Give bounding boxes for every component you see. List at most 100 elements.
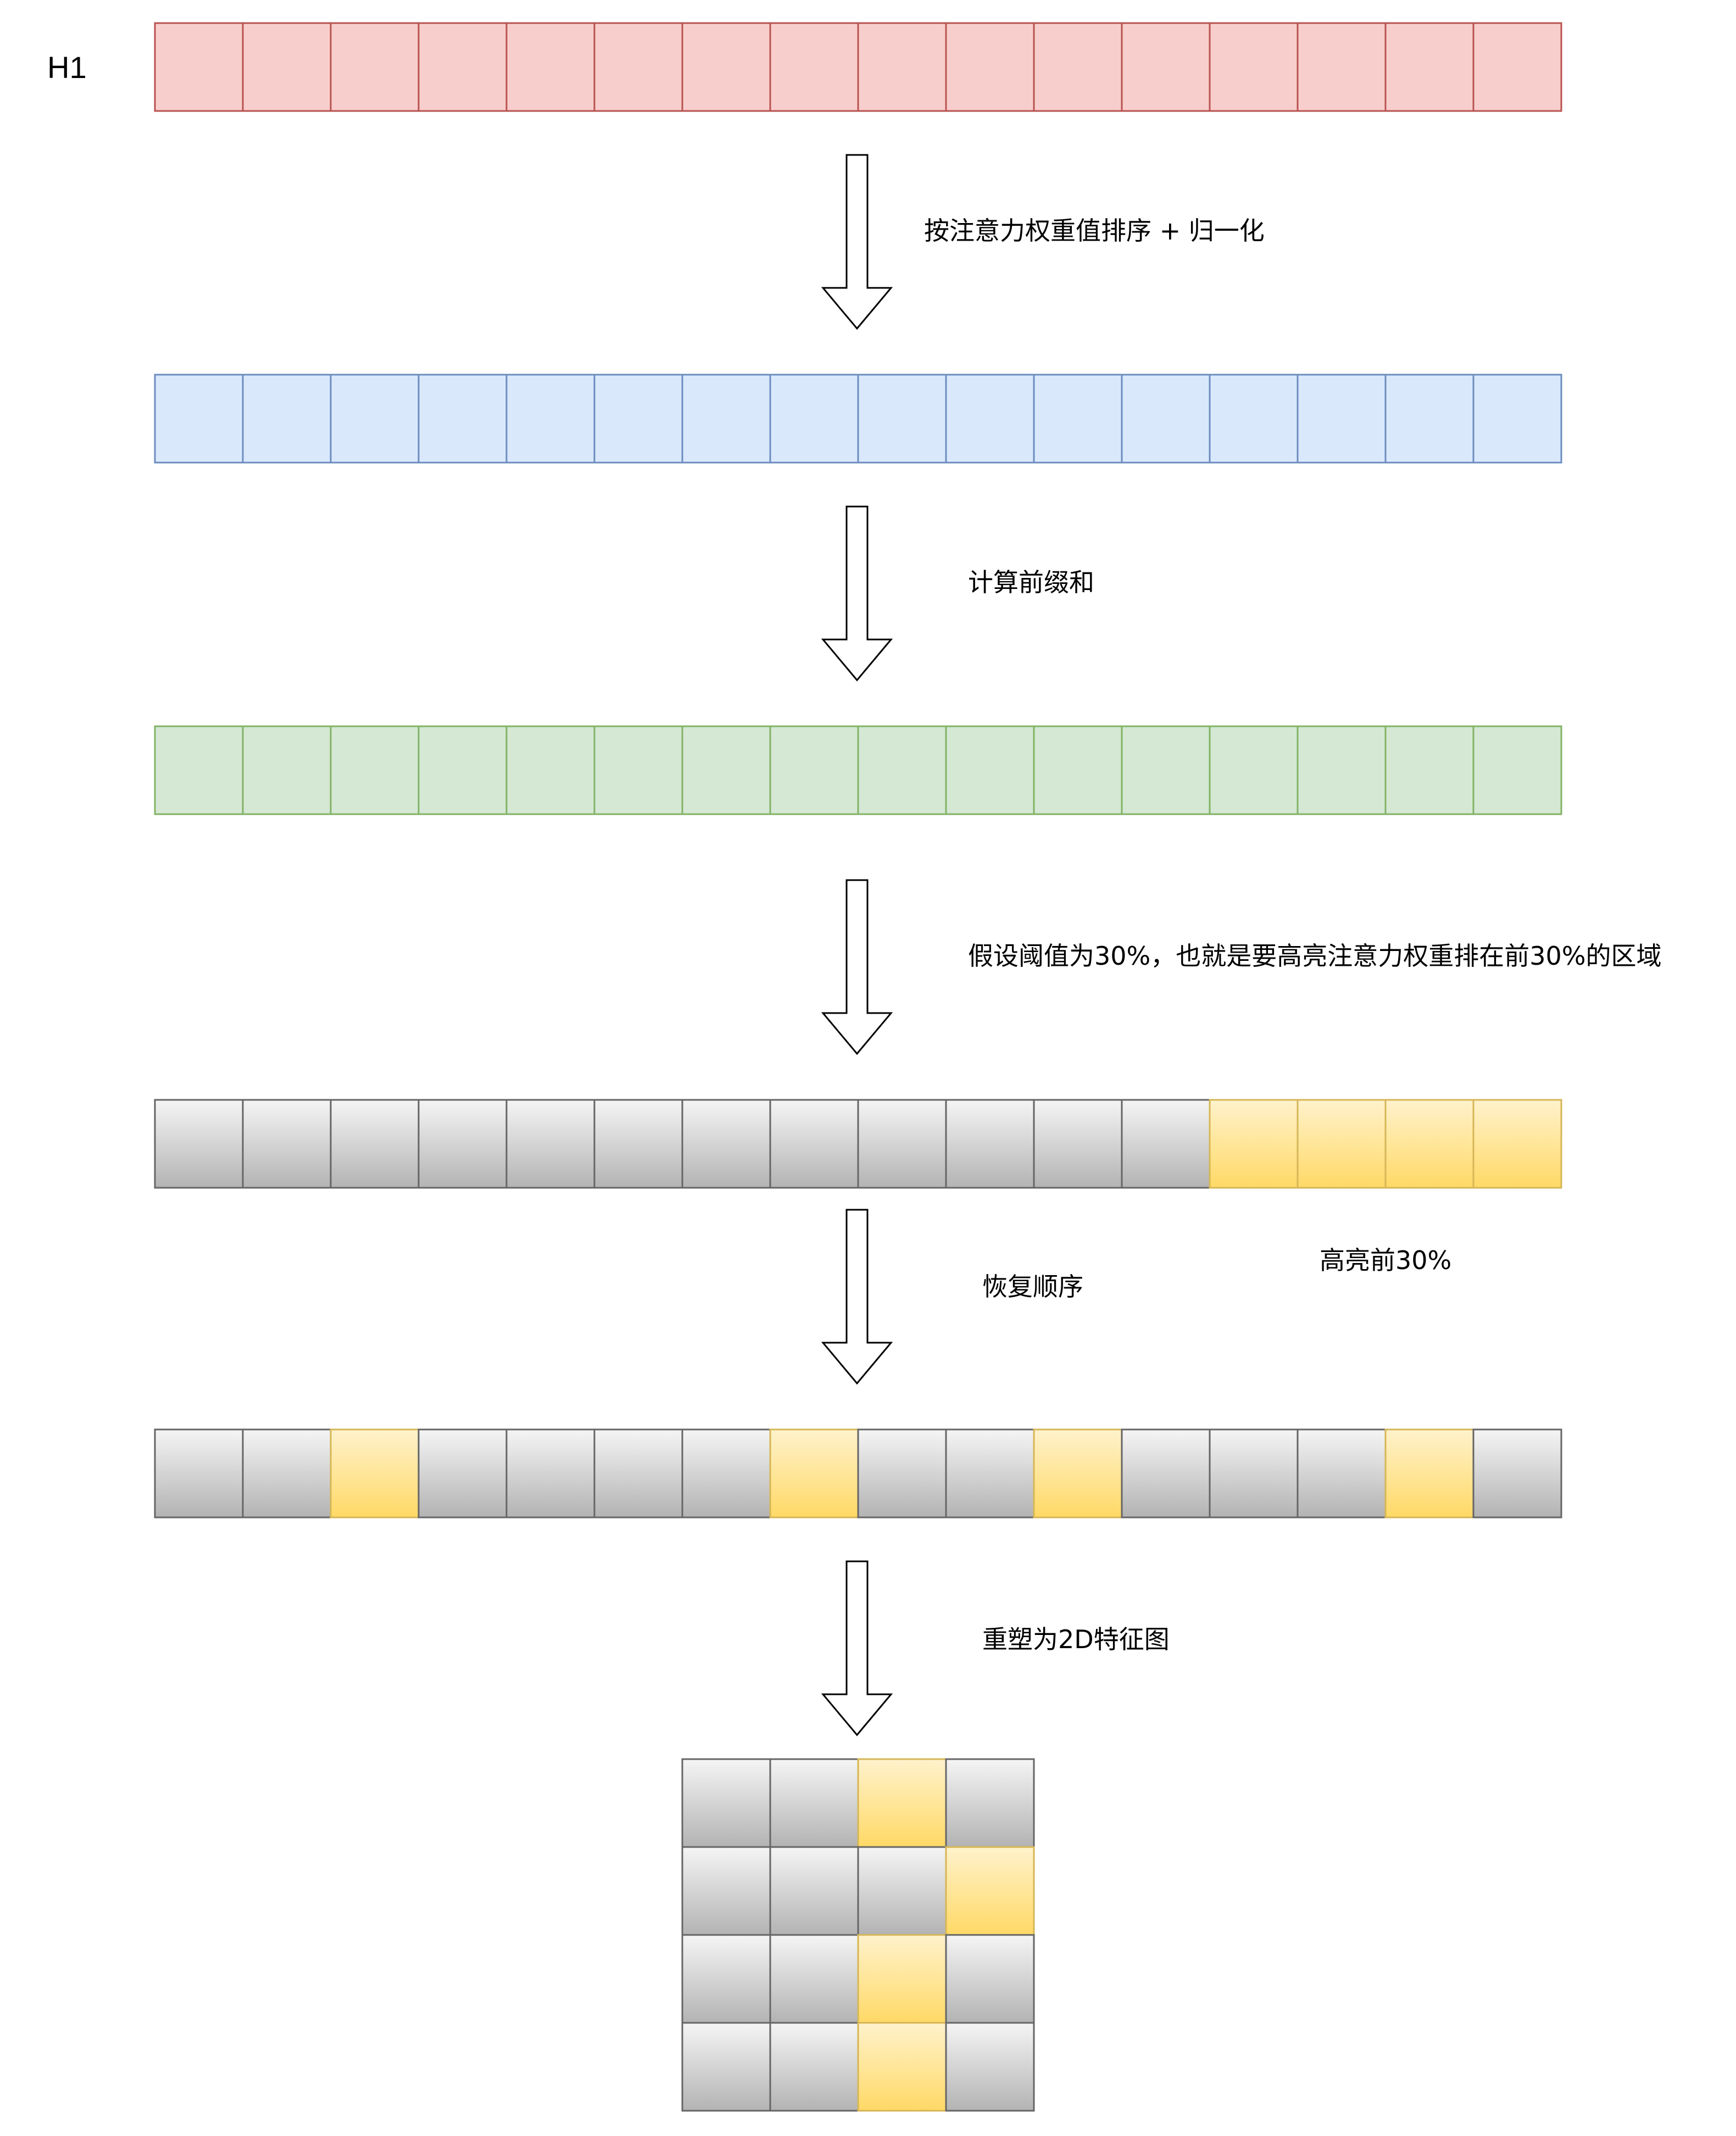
green-cell [1209,725,1299,815]
green-cell [1297,725,1387,815]
down-arrow-icon [821,1560,893,1737]
threshold-row [154,1099,1562,1189]
gray-cell [505,1428,596,1518]
gray-cell [418,1428,508,1518]
red-cell [769,22,859,112]
red-cell [1384,22,1475,112]
gray-cell [154,1428,244,1518]
gray-cell [857,1099,947,1189]
down-arrow-icon [821,879,893,1055]
blue-cell [1209,374,1299,464]
red-cell [330,22,420,112]
gray-cell [857,1428,947,1518]
blue-cell [593,374,683,464]
gray-cell [681,1934,771,2024]
red-cell [154,22,244,112]
red-cell [681,22,771,112]
highlight-cell [769,1428,859,1518]
blue-cell [945,374,1035,464]
gray-cell [330,1099,420,1189]
highlight-cell [1384,1428,1475,1518]
prefix-sum-row [154,725,1562,815]
green-cell [945,725,1035,815]
blue-cell [1033,374,1123,464]
highlight-cell [857,1758,947,1848]
step-label-threshold: 假设阈值为30%，也就是要高亮注意力权重排在前30%的区域 [968,941,1661,971]
restored-row [154,1428,1562,1518]
gray-cell [1472,1428,1562,1518]
red-cell [593,22,683,112]
blue-cell [505,374,596,464]
highlight-cell [1472,1099,1562,1189]
green-cell [330,725,420,815]
gray-cell [945,1758,1035,1848]
sorted-row [154,374,1562,464]
gray-cell [505,1099,596,1189]
green-cell [418,725,508,815]
highlight-cell [1033,1428,1123,1518]
gray-cell [681,2022,771,2112]
gray-cell [1121,1099,1211,1189]
cell-rows [154,22,1562,1518]
highlight-cell [1297,1099,1387,1189]
blue-cell [1384,374,1475,464]
red-cell [1121,22,1211,112]
gray-cell [945,1099,1035,1189]
gray-cell [769,1846,859,1936]
step-label-sort-normalize: 按注意力权重值排序 + 归一化 [924,216,1265,246]
green-cell [242,725,332,815]
gray-cell [681,1758,771,1848]
gray-cell [945,1428,1035,1518]
row-label-h1: H1 [47,50,87,85]
gray-cell [418,1099,508,1189]
red-cell [945,22,1035,112]
red-cell [1033,22,1123,112]
red-cell [505,22,596,112]
gray-cell [154,1099,244,1189]
gray-cell [1297,1428,1387,1518]
red-cell [857,22,947,112]
gray-cell [945,2022,1035,2112]
gray-cell [769,2022,859,2112]
highlight-cell [330,1428,420,1518]
red-cell [242,22,332,112]
green-cell [681,725,771,815]
red-cell [418,22,508,112]
gray-cell [593,1099,683,1189]
blue-cell [1121,374,1211,464]
gray-cell [1033,1099,1123,1189]
green-cell [593,725,683,815]
step-arrows [821,154,893,1737]
gray-cell [681,1846,771,1936]
gray-cell [242,1099,332,1189]
gray-cell [769,1934,859,2024]
gray-cell [945,1934,1035,2024]
step-label-prefix-sum: 计算前缀和 [968,568,1094,597]
blue-cell [330,374,420,464]
feature-map-grid [681,1758,1035,2112]
green-cell [769,725,859,815]
highlight-cell [945,1846,1035,1936]
green-cell [1472,725,1562,815]
red-cell [1297,22,1387,112]
gray-cell [769,1099,859,1189]
green-cell [154,725,244,815]
highlight-cell [857,1934,947,2024]
blue-cell [418,374,508,464]
gray-cell [681,1099,771,1189]
down-arrow-icon [821,154,893,330]
highlight-cell [1209,1099,1299,1189]
highlight-cell [1384,1099,1475,1189]
blue-cell [1297,374,1387,464]
green-cell [857,725,947,815]
blue-cell [857,374,947,464]
red-cell [1472,22,1562,112]
gray-cell [242,1428,332,1518]
highlight-note: 高亮前30% [1320,1245,1451,1275]
down-arrow-icon [821,1209,893,1385]
gray-cell [769,1758,859,1848]
blue-cell [242,374,332,464]
step-label-reshape-2d: 重塑为2D特征图 [982,1625,1170,1654]
blue-cell [681,374,771,464]
